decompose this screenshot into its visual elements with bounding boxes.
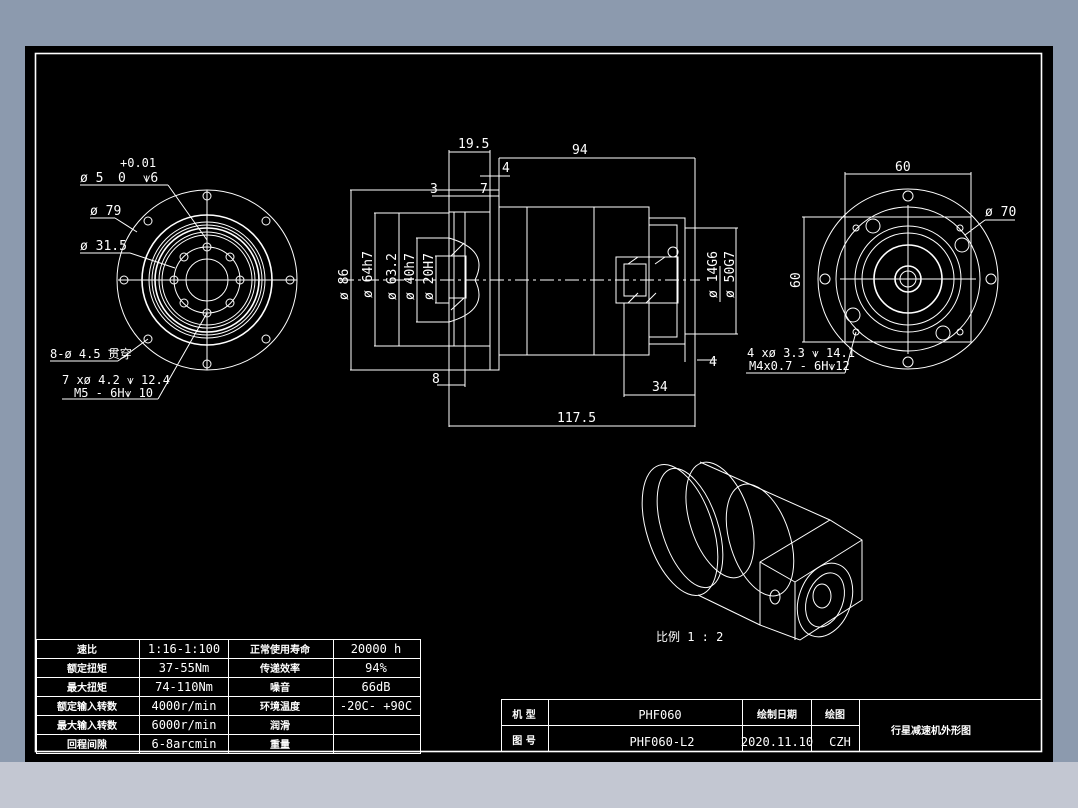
label-hole-dia: ø 5 (80, 171, 103, 186)
tolerance-upper: +0.01 (120, 156, 156, 170)
dim-117-5: 117.5 (557, 411, 596, 426)
label-dia-31-5: ø 31.5 (80, 239, 127, 254)
spec-val-noise: 66dB (362, 680, 391, 694)
dim-19-5: 19.5 (458, 137, 489, 152)
dim-dia-63-2: ø 63.2 (385, 253, 400, 300)
spec-val-rated-torque: 37-55Nm (159, 661, 210, 675)
spec-key-temperature: 环境温度 (260, 700, 301, 713)
dim-4-top: 4 (502, 161, 510, 176)
date-value: 2020.11.10 (741, 735, 813, 749)
date-label: 绘制日期 (757, 708, 797, 721)
spec-val-max-torque: 74-110Nm (155, 680, 213, 694)
rear-view: 60 60 ø 70 4 xø 3.3 ⩛ 14.1 M4x0.7 - 6H⩛1… (746, 160, 1016, 374)
title-block: 机 型 PHF060 图 号 PHF060-L2 绘制日期 2020.11.10… (501, 699, 1042, 752)
spec-key-max-speed: 最大输入转数 (57, 719, 118, 732)
dim-dia-64: ø 64h7 (361, 251, 376, 298)
spec-val-rated-speed: 4000r/min (151, 699, 216, 713)
drafter-value: CZH (829, 735, 851, 749)
dim-4-bottom: 4 (709, 355, 717, 370)
dim-7: 7 (480, 182, 488, 197)
label-8-holes: 8-ø 4.5 贯穿 (50, 346, 132, 361)
dim-34: 34 (652, 380, 668, 395)
spec-val-temperature: -20C- +90C (340, 699, 412, 713)
spec-key-lubrication: 润滑 (270, 719, 290, 732)
scale-label: 比例 1 : 2 (656, 630, 723, 644)
spec-key-life: 正常使用寿命 (250, 643, 311, 656)
dim-width-60: 60 (895, 160, 911, 175)
label-7-holes-line2: M5 - 6H⩛ 10 (74, 386, 153, 400)
spec-key-rated-torque: 额定扭矩 (67, 662, 107, 675)
dim-dia-86: ø 86 (337, 269, 352, 300)
bottom-band (0, 762, 1078, 808)
spec-table: 速比 1:16-1:100 正常使用寿命 20000 h 额定扭矩 37-55N… (36, 639, 421, 754)
spec-key-noise: 噪音 (270, 681, 290, 694)
label-hole-depth: ⩛6 (143, 171, 158, 186)
dim-94: 94 (572, 143, 588, 158)
front-view: +0.01 ø 5 0 ⩛6 ø 79 ø 31.5 8-ø 4.5 贯穿 7 … (50, 156, 298, 400)
spec-val-max-speed: 6000r/min (151, 718, 216, 732)
spec-val-ratio: 1:16-1:100 (148, 642, 220, 656)
model-value: PHF060 (638, 708, 681, 722)
drawing-no-value: PHF060-L2 (629, 735, 694, 749)
drawing-sheet (25, 46, 1053, 762)
tolerance-lower: 0 (118, 171, 126, 186)
label-rear-holes-line2: M4x0.7 - 6H⩛12 (749, 359, 850, 373)
drawing-title: 行星减速机外形图 (890, 724, 971, 737)
label-dia-79: ø 79 (90, 204, 121, 219)
isometric-view: 比例 1 : 2 (641, 461, 863, 644)
drawing-no-label: 图 号 (512, 735, 535, 747)
spec-key-max-torque: 最大扭矩 (67, 681, 107, 694)
drafter-label: 绘图 (825, 708, 845, 721)
spec-val-backlash: 6-8arcmin (151, 737, 216, 751)
spec-key-ratio: 速比 (77, 643, 97, 656)
label-rear-holes-line1: 4 xø 3.3 ⩛ 14.1 (747, 346, 855, 360)
spec-val-efficiency: 94% (365, 661, 387, 675)
dim-8: 8 (432, 372, 440, 387)
dim-dia-50: ø 50G7 (723, 251, 738, 298)
spec-key-backlash: 回程间隙 (67, 738, 107, 751)
dim-dia-40: ø 40h7 (403, 253, 418, 300)
dim-dia-20: ø 20H7 (422, 253, 437, 300)
side-section-view: 19.5 94 4 3 7 ø 86 ø 64h7 ø 63.2 ø 40h7 … (337, 137, 738, 427)
dim-height-60: 60 (789, 272, 804, 288)
dim-dia-14: ø 14G6 (706, 251, 721, 298)
spec-key-rated-speed: 额定输入转数 (57, 700, 118, 713)
spec-val-life: 20000 h (351, 642, 402, 656)
spec-key-efficiency: 传递效率 (259, 662, 300, 675)
dim-dia-70: ø 70 (985, 205, 1016, 220)
model-label: 机 型 (512, 708, 535, 721)
dim-3: 3 (430, 182, 438, 197)
spec-key-weight: 重量 (270, 738, 290, 751)
label-7-holes-line1: 7 xø 4.2 ⩛ 12.4 (62, 373, 170, 387)
